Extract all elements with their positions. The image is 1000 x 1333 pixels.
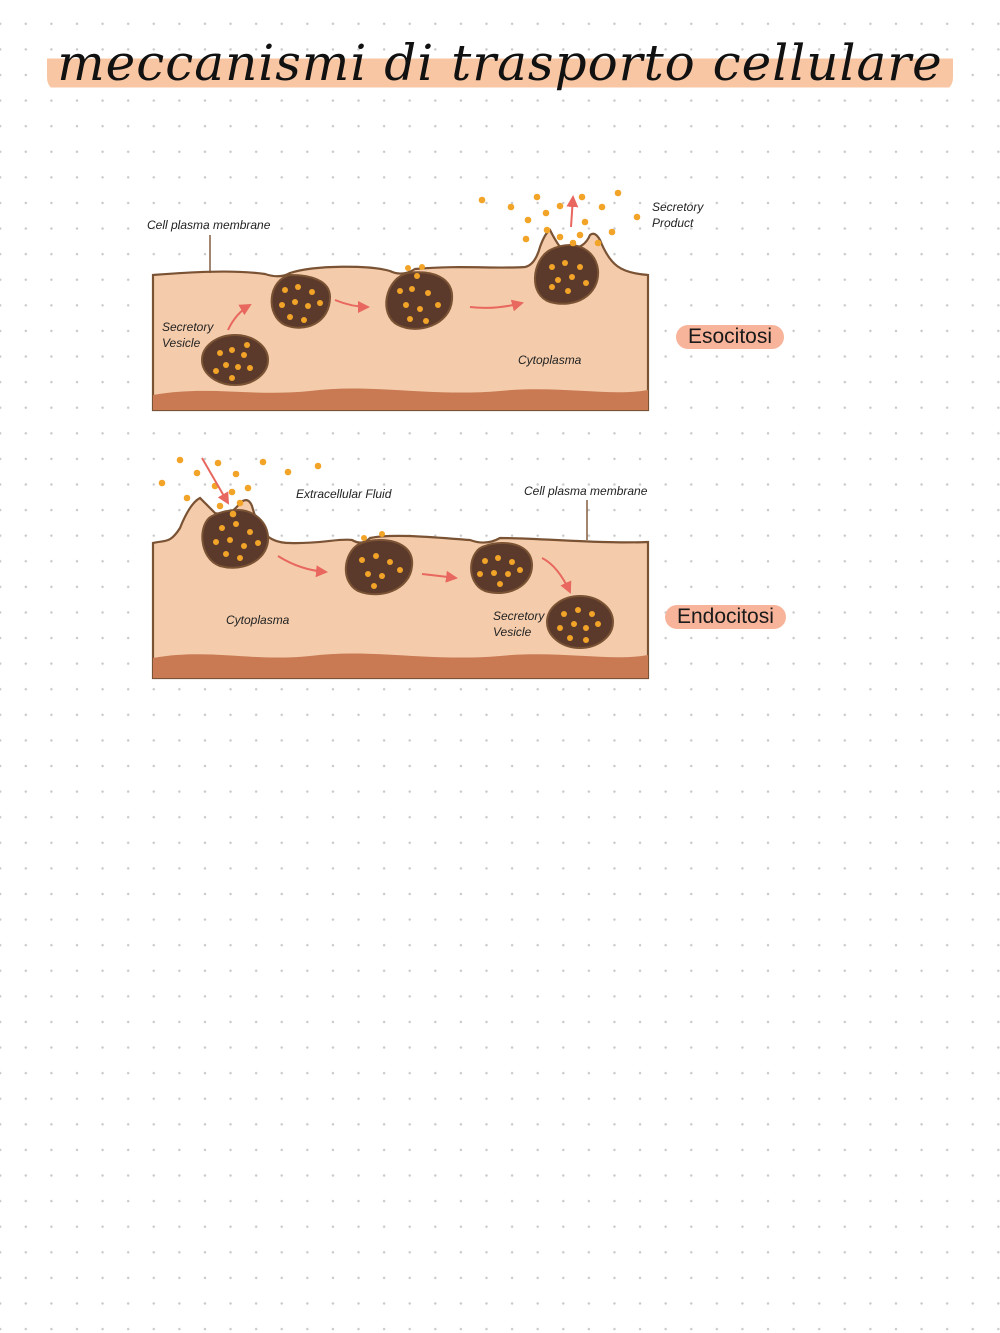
endo-membrane-label: Cell plasma membrane: [524, 484, 648, 498]
endo-arrow-3: [541, 557, 572, 594]
exo-vesicle-3: [385, 264, 454, 330]
exo-arrow-2: [334, 299, 370, 313]
endo-vesicle-1: [201, 508, 270, 569]
exo-arrow-1: [227, 304, 252, 331]
endocytosis-diagram: Extracellular Fluid Cell plasma memb: [151, 456, 650, 680]
endo-vesicle-2: [344, 531, 414, 596]
exo-product-label-line1: Secretory: [652, 200, 704, 214]
endo-base-layer: [153, 653, 648, 678]
exo-product-label-line2: Product: [652, 216, 694, 230]
endo-fluid-label: Extracellular Fluid: [296, 487, 392, 501]
endo-vesicle-3: [470, 541, 534, 594]
exo-vesicle-2: [270, 273, 332, 329]
exo-vesicle-label-line1: Secretory: [162, 320, 214, 334]
exo-vesicle-label-line2: Vesicle: [162, 336, 201, 350]
exo-vesicle-1: [201, 334, 269, 386]
exo-base-layer: [153, 388, 648, 410]
endo-intake-arrow: [201, 457, 230, 505]
endo-vesicle-4: [546, 595, 614, 649]
exo-cytoplasm-label: Cytoplasma: [518, 353, 582, 367]
page-title: meccanismi di trasporto cellulare: [0, 34, 1000, 92]
exo-arrow-3: [469, 299, 524, 312]
endo-vesicle-label-line2: Vesicle: [493, 625, 532, 639]
endo-arrow-1: [277, 555, 328, 578]
endo-arrow-2: [421, 570, 458, 583]
exo-secretory-product-particles: [478, 189, 641, 247]
endo-cytoplasm-region: [151, 496, 650, 680]
exocytosis-diagram: Cell plasma membrane: [147, 189, 704, 412]
esocitosi-tag: Esocitosi: [676, 325, 785, 349]
exo-release-arrow: [566, 195, 579, 228]
endo-cytoplasm-label: Cytoplasma: [226, 613, 290, 627]
endo-vesicle-label-line1: Secretory: [493, 609, 545, 623]
exo-membrane-label: Cell plasma membrane: [147, 218, 271, 232]
endocitosi-tag: Endocitosi: [665, 605, 786, 629]
exo-vesicle-4: [534, 243, 600, 305]
